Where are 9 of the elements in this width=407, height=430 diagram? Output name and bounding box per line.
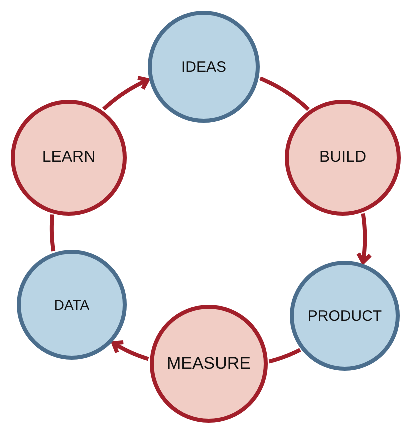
stage-label: MEASURE: [166, 354, 252, 374]
stage-label: PRODUCT: [308, 308, 382, 324]
cycle-arrow: [102, 76, 150, 111]
cycle-arrow: [356, 212, 372, 264]
cycle-arrow: [112, 340, 150, 362]
stage-label: IDEAS: [181, 58, 226, 76]
stage-label: BUILD: [319, 149, 367, 167]
stage-label: DATA: [54, 297, 90, 313]
stage-label: LEARN: [42, 149, 96, 167]
